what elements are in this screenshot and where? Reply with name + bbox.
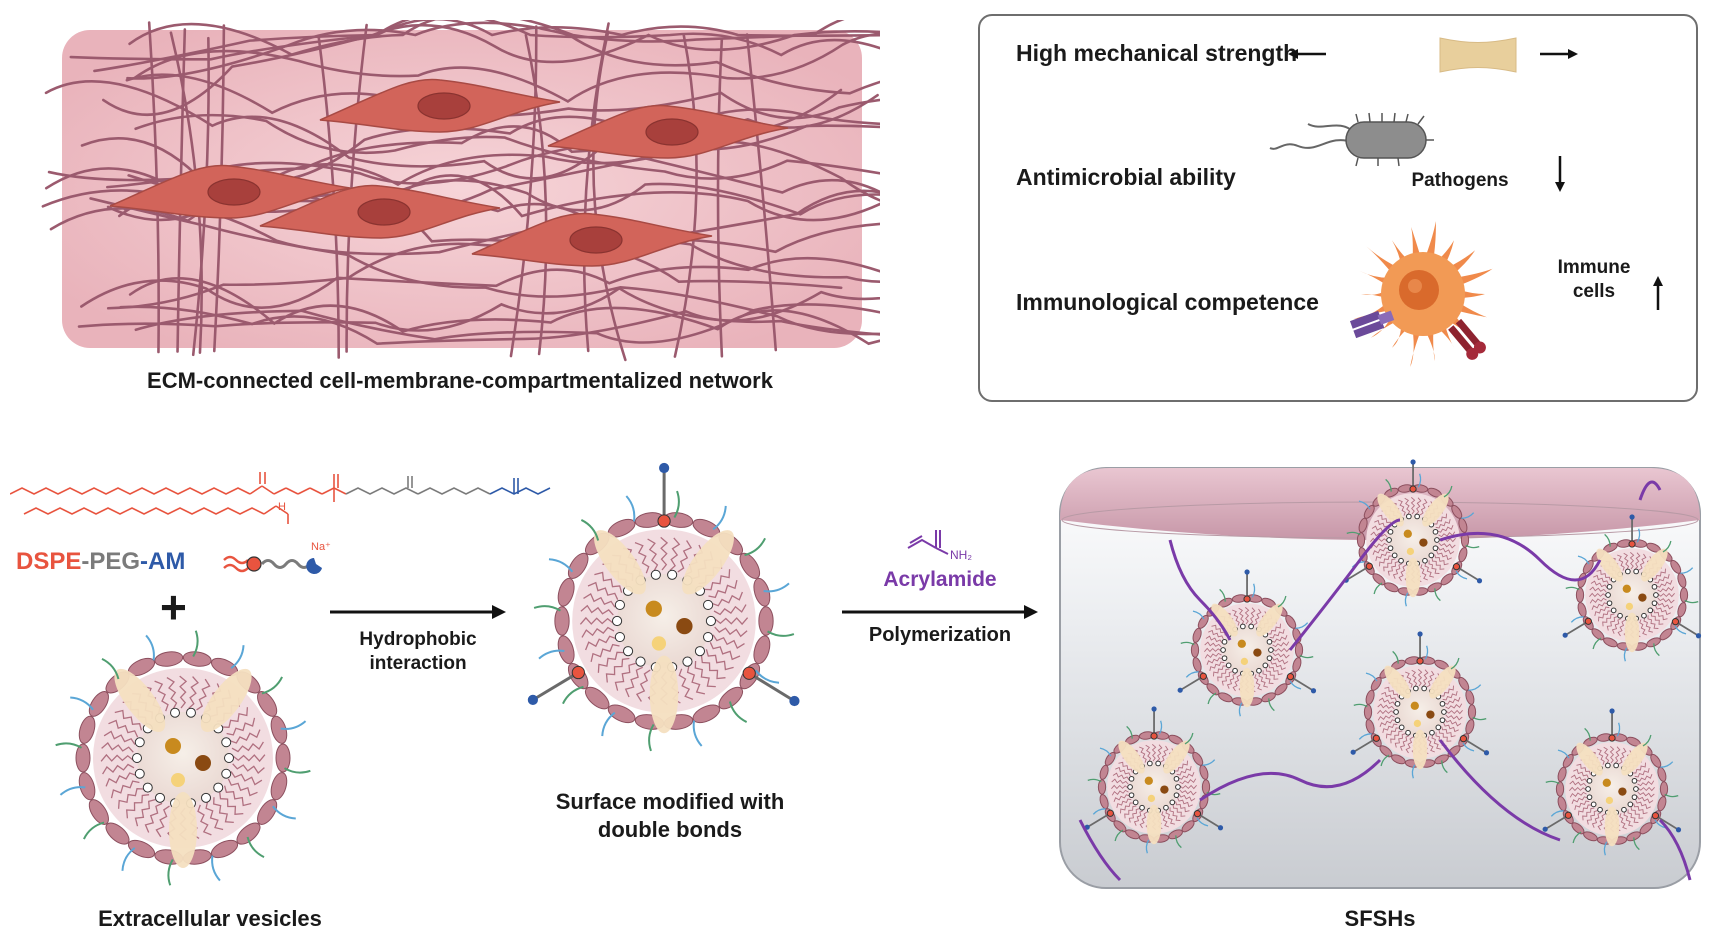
property-mechanical-label: High mechanical strength [1016, 40, 1298, 66]
polymer-chain [1168, 539, 1232, 641]
ecm-fiber [125, 73, 880, 120]
immune-spike [1366, 246, 1399, 275]
polymer-chain [1199, 758, 1382, 802]
ecm-fiber [134, 303, 880, 344]
lipid-tail-1 [10, 487, 251, 495]
nh2-label: NH₂ [950, 548, 972, 562]
ecm-fiber [128, 277, 880, 346]
acrylamide-structure [907, 530, 949, 555]
ecm-fiber [89, 197, 880, 336]
peg-label: PEG [89, 548, 141, 575]
modified-vesicle [527, 462, 800, 752]
ecm-fibers [41, 20, 880, 362]
sfsh-vesicle [1084, 706, 1224, 854]
ecm-fiber [524, 33, 548, 356]
dspe-peg-am-icon [223, 555, 322, 574]
polymer-chain [1438, 739, 1561, 842]
immune-spike [1458, 289, 1485, 299]
sfsh-vesicle [1350, 631, 1490, 779]
polymer-chain [1288, 518, 1401, 651]
ev-vesicle [55, 630, 311, 886]
immune-cells-label-line1: Immune [1558, 257, 1631, 278]
polymerization-label: Polymerization [868, 624, 1012, 646]
am-label: AM [148, 548, 186, 575]
plus-sign: + [160, 581, 187, 633]
immune-spike [1411, 227, 1422, 260]
bacterium-icon [1269, 112, 1565, 192]
property-antimicrobial-label: Antimicrobial ability [1016, 164, 1236, 190]
ecm-fiber [582, 22, 610, 353]
hydrophobic-label: Hydrophobic interaction [330, 628, 506, 676]
dspe-label: DSPE [16, 548, 82, 575]
immune-cells-label-line2: cells [1573, 281, 1615, 302]
ecm-network-illustration [41, 20, 880, 362]
polymer-chain [1078, 819, 1122, 882]
sep1-label: - [81, 548, 90, 575]
immune-spike [1361, 289, 1388, 299]
property-immunological-label: Immunological competence [1016, 289, 1319, 315]
polymer-chain [1658, 818, 1692, 881]
polymer-chain [1439, 531, 1602, 582]
ecm-caption: ECM-connected cell-membrane-compartmenta… [147, 368, 773, 393]
ecm-cell [259, 184, 501, 239]
ev-caption: Extracellular vesicles [98, 906, 322, 931]
immune-spike [1410, 328, 1422, 367]
ecm-fiber [69, 20, 880, 61]
ecm-fiber [128, 20, 845, 57]
immune-cell-icon [1349, 221, 1493, 367]
polymerization-arrow-icon [842, 605, 1038, 619]
properties-panel [978, 14, 1698, 402]
increase-arrow-icon [1653, 276, 1663, 310]
hydrophobic-arrow-icon [330, 605, 506, 619]
lipid-tail-2 [23, 507, 265, 515]
ecm-fiber [133, 32, 880, 103]
ecm-fiber [44, 80, 879, 180]
ecm-fiber [119, 290, 880, 346]
modified-caption-line1: Surface modified with [555, 789, 785, 814]
sfsh-caption: SFSHs [1344, 906, 1416, 931]
hydrophobic-label-line1: Hydrophobic [359, 629, 477, 650]
ecm-fiber [716, 37, 724, 358]
ecm-cells [109, 78, 789, 267]
properties-icons: Pathogens Immune cells [1269, 37, 1663, 367]
ecm-cell [547, 104, 789, 159]
sfsh-vesicle [1343, 459, 1483, 607]
polymer-chain [1638, 480, 1662, 501]
ecm-fiber [745, 33, 778, 352]
dspe-peg-am-name: DSPE-PEG-AM [16, 548, 185, 576]
immune-spike [1424, 221, 1436, 260]
dspe-peg-am-structure: H Na⁺ [10, 472, 551, 553]
immune-spike [1455, 268, 1493, 286]
pathogens-label: Pathogens [1411, 170, 1508, 191]
sfsh-vesicle [1542, 708, 1682, 856]
modified-caption: Surface modified with double bonds [500, 788, 840, 844]
modified-caption-line2: double bonds [597, 817, 743, 842]
ecm-fiber [80, 256, 880, 309]
h-label: H [278, 501, 286, 513]
acrylamide-label: Acrylamide [883, 568, 997, 591]
ecm-fiber [93, 20, 880, 73]
ecm-fiber [673, 32, 698, 358]
ecm-fiber [49, 191, 880, 254]
sep2-label: - [140, 548, 149, 575]
sodium-label: Na⁺ [311, 541, 331, 553]
immune-spike [1424, 328, 1435, 361]
ecm-fiber [134, 113, 880, 180]
ecm-cell [319, 78, 561, 133]
hydrophobic-label-line2: interaction [369, 653, 467, 674]
ecm-cell [471, 212, 713, 267]
ecm-fiber [509, 25, 538, 358]
stretched-sample-icon [1288, 37, 1578, 73]
